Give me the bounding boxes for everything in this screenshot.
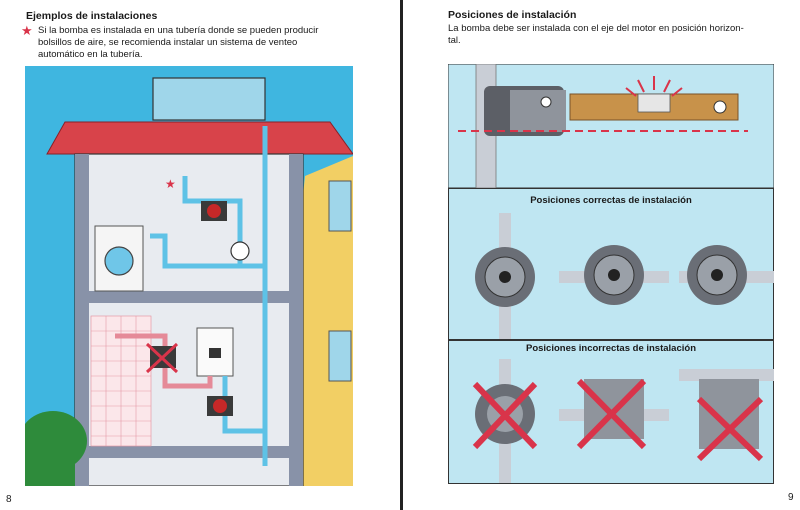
right-heading: Posiciones de instalación	[448, 9, 577, 21]
correct-caption: Posiciones correctas de instalación	[530, 195, 692, 206]
correct-pump-row	[475, 213, 774, 339]
incorrect-pump-2	[559, 378, 669, 450]
svg-text:★: ★	[165, 177, 176, 191]
intro-line-2: tal.	[448, 35, 461, 46]
page-number-left: 8	[6, 494, 12, 505]
correct-pump-2	[559, 245, 669, 305]
incorrect-pump-1	[472, 359, 538, 483]
page-number-right: 9	[788, 492, 794, 503]
correct-pump-1	[475, 213, 535, 339]
incorrect-pump-3	[679, 369, 774, 462]
incorrect-caption: Posiciones incorrectas de instalación	[525, 343, 696, 354]
asterisk-icon: ★	[21, 23, 33, 38]
note-line-2: bolsillos de aire, se recomienda instala…	[38, 37, 298, 48]
intro-line-1: La bomba debe ser instalada con el eje d…	[448, 23, 744, 34]
horizontal-shaft-panel	[448, 64, 774, 188]
incorrect-pump-row	[472, 359, 774, 483]
right-page: Posiciones de instalación La bomba debe …	[404, 0, 800, 510]
page-divider	[400, 0, 403, 510]
note-line-3: automático en la tubería.	[38, 49, 143, 60]
left-heading: Ejemplos de instalaciones	[26, 10, 158, 22]
incorrect-positions-panel: Posiciones incorrectas de instalación	[448, 340, 774, 484]
correct-positions-panel: Posiciones correctas de instalación	[448, 188, 774, 340]
house-illustration: ★	[25, 66, 353, 486]
correct-pump-3	[679, 245, 774, 305]
note-line-1: Si la bomba es instalada en una tubería …	[38, 25, 319, 36]
left-page: Ejemplos de instalaciones ★ Si la bomba …	[6, 10, 353, 505]
